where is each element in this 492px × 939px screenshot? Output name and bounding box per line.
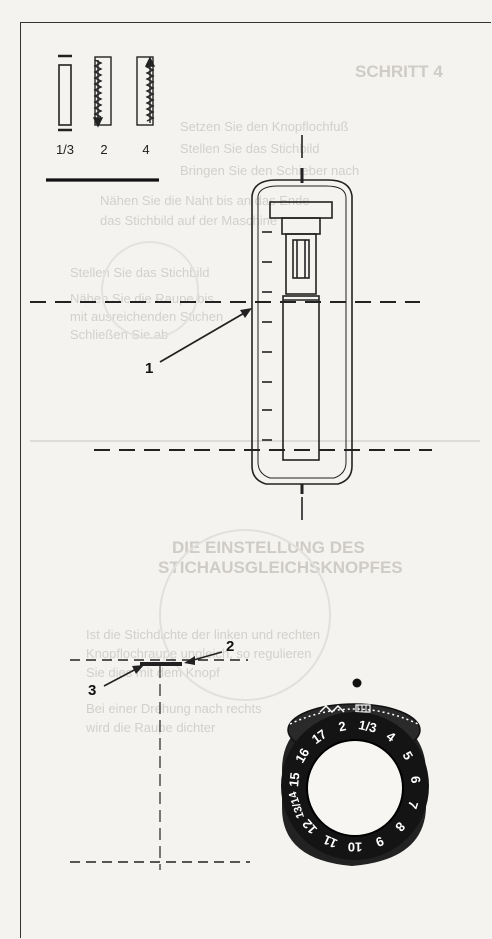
ghost-bullet: Bringen Sie den Schieber nach <box>180 163 360 178</box>
stitch-label-zigzag-down: 2 <box>100 142 108 157</box>
dial-number: 15 <box>286 772 302 788</box>
ghost-bullet: das Stichbild auf der Maschine <box>100 213 278 228</box>
dial-number: 7 <box>405 799 422 811</box>
dial-number: 2 <box>337 718 347 734</box>
ghost-paragraph-line: wird die Raupe dichter <box>86 720 216 735</box>
stitch-icon-zigzag-up <box>136 56 156 126</box>
dial-number: 6 <box>408 775 424 784</box>
ghost-divider <box>30 440 480 442</box>
ghost-paragraph-line: Knopflochraupe ungleich, so regulieren <box>86 646 312 661</box>
callout-2-arrow <box>184 651 223 665</box>
ghost-bullet: Stellen Sie das Stichbild <box>180 141 320 156</box>
callout-1-arrow <box>159 308 252 363</box>
ghost-heading-top: SCHRITT 4 <box>355 62 443 81</box>
buttonhole-foot-figure <box>251 135 353 520</box>
ghost-paragraph-line: Ist die Stichdichte der linken und recht… <box>86 627 321 642</box>
callout-number-1: 1 <box>145 360 154 377</box>
callout-number-3: 3 <box>88 682 97 699</box>
stitch-icon-zigzag-down <box>92 56 112 128</box>
callout-3-arrow <box>103 665 144 687</box>
ghost-paragraph-line: Bei einer Drehung nach rechts <box>86 701 262 716</box>
dial-reference-dot <box>352 678 362 688</box>
seam-diagram <box>70 659 250 870</box>
callout-number-2: 2 <box>226 638 235 655</box>
stitch-label-zigzag-up: 4 <box>142 142 150 157</box>
dial-number: 10 <box>348 840 362 855</box>
page-frame-border <box>20 22 491 938</box>
dial-number: 11 <box>321 832 340 851</box>
dial-number: 17 <box>309 726 330 747</box>
stitch-label-straight: 1/3 <box>55 142 75 157</box>
ghost-bullet: Nähen Sie die Naht bis an das Ende <box>100 193 310 208</box>
ghost-heading-bottom: DIE EINSTELLUNG DES <box>172 538 365 557</box>
dial-number: 16 <box>292 745 312 765</box>
ghost-bullet: Setzen Sie den Knopflochfuß <box>180 119 349 134</box>
ghost-heading-bottom: STICHAUSGLEICHSKNOPFES <box>158 558 403 577</box>
dial-number: 1/3 <box>357 717 378 735</box>
stitch-icon-straight <box>58 54 72 132</box>
